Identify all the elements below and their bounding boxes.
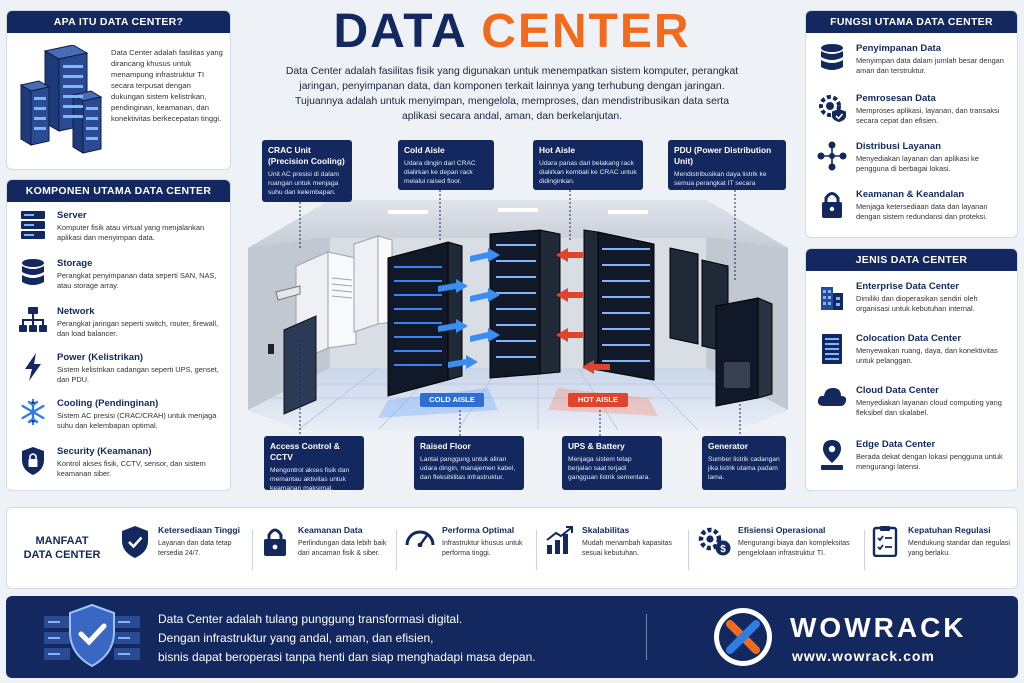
fungsi-panel: FUNGSI UTAMA DATA CENTER Penyimpanan Dat…	[805, 10, 1018, 238]
server-icon	[17, 210, 49, 240]
callout-pdu: PDU (Power Distribution Unit) Mendistrib…	[668, 140, 786, 190]
database-icon	[816, 43, 848, 73]
page-title: DATA CENTER	[0, 4, 1024, 60]
jenis-panel: JENIS DATA CENTER Enterprise Data Center…	[805, 248, 1018, 491]
gauge-icon	[404, 525, 438, 552]
snowflake-icon	[17, 398, 49, 426]
komponen-item: Cooling (Pendinginan)Sistem AC presisi (…	[17, 398, 222, 431]
rack-icon	[816, 333, 848, 365]
distribution-icon	[816, 141, 848, 171]
datacenter-room-illustration	[238, 148, 798, 438]
gear-shield-icon	[816, 93, 848, 123]
brand-name: WOWRACK	[790, 612, 967, 643]
komponen-heading: KOMPONEN UTAMA DATA CENTER	[7, 180, 230, 202]
komponen-item: Power (Kelistrikan)Sistem kelistrikan ca…	[17, 352, 222, 385]
fungsi-heading: FUNGSI UTAMA DATA CENTER	[806, 11, 1017, 33]
komponen-item: Security (Keamanan)Kontrol akses fisik, …	[17, 446, 222, 479]
footer-shield-illustration	[42, 602, 142, 672]
apa-panel: APA ITU DATA CENTER? Data Center adalah …	[6, 10, 231, 170]
padlock-icon	[262, 525, 292, 562]
svg-text:$: $	[720, 544, 726, 555]
callout-hot-aisle: Hot Aisle Udara panas dari belakang rack…	[533, 140, 643, 190]
hot-aisle-label: HOT AISLE	[568, 393, 628, 407]
building-icon	[816, 281, 848, 311]
growth-chart-icon	[544, 525, 576, 560]
footer-line-2: Dengan infrastruktur yang andal, aman, d…	[158, 631, 434, 645]
apa-text: Data Center adalah fasilitas yang diranc…	[111, 48, 223, 123]
brand-url-link[interactable]: www.wowrack.com	[792, 648, 935, 664]
database-icon	[17, 258, 49, 288]
shield-lock-icon	[17, 446, 49, 476]
benefit-divider	[396, 530, 397, 570]
title-center: CENTER	[481, 5, 691, 58]
callout-ups-battery: UPS & Battery Menjaga sistem tetap berja…	[562, 436, 662, 490]
callout-cold-aisle: Cold Aisle Udara dingin dari CRAC dialir…	[398, 140, 494, 190]
footer-line-1: Data Center adalah tulang punggung trans…	[158, 612, 463, 626]
apa-heading: APA ITU DATA CENTER?	[7, 11, 230, 33]
footer-banner: Data Center adalah tulang punggung trans…	[6, 596, 1018, 678]
benefit-divider	[536, 530, 537, 570]
network-icon	[17, 306, 49, 334]
benefit-divider	[864, 530, 865, 570]
shield-check-icon	[120, 525, 152, 564]
rack-stack-illustration	[15, 44, 103, 155]
location-pin-icon	[816, 439, 848, 471]
jenis-heading: JENIS DATA CENTER	[806, 249, 1017, 271]
callout-raised-floor: Raised Floor Lantai panggung untuk alira…	[414, 436, 524, 490]
checklist-icon	[872, 525, 902, 562]
footer-line-3: bisnis dapat beroperasi tanpa henti dan …	[158, 650, 536, 664]
lightning-icon	[17, 352, 49, 382]
gear-dollar-icon: $	[696, 525, 734, 562]
footer-divider	[646, 614, 647, 660]
cold-aisle-label: COLD AISLE	[420, 393, 484, 407]
lock-icon	[816, 189, 848, 219]
wowrack-logo-icon	[712, 606, 774, 668]
callout-crac: CRAC Unit (Precision Cooling) Unit AC pr…	[262, 140, 352, 202]
callout-access-control: Access Control & CCTV Mengontrol akses f…	[264, 436, 364, 490]
cloud-icon	[816, 385, 848, 409]
intro-text: Data Center adalah fasilitas fisik yang …	[285, 66, 739, 122]
manfaat-heading: MANFAAT DATA CENTER	[23, 535, 101, 561]
manfaat-panel	[6, 507, 1018, 589]
callout-generator: Generator Sumber listrik cadangan jika l…	[702, 436, 786, 490]
title-data: DATA	[333, 5, 466, 58]
benefit-divider	[688, 530, 689, 570]
benefit-divider	[252, 530, 253, 570]
